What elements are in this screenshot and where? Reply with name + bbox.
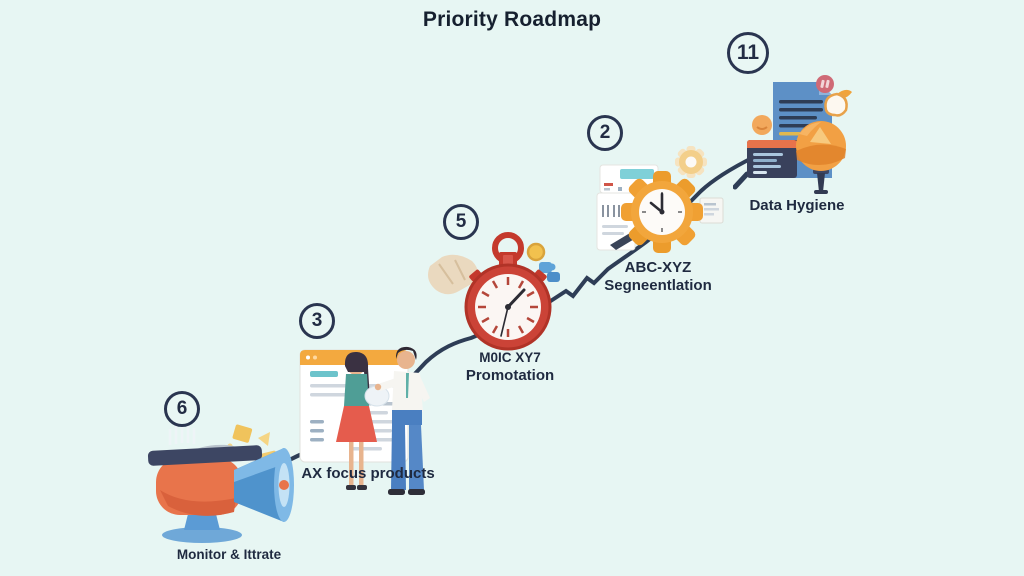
- step-badge-5: 5: [443, 204, 479, 240]
- step-badge-6: 6: [164, 391, 200, 427]
- step-number: 3: [311, 310, 323, 331]
- step-badge-2: 2: [587, 115, 623, 151]
- gear-body: [621, 171, 703, 253]
- gear-clock-icon: [596, 146, 724, 253]
- magnifier-handle-icon: [733, 171, 750, 190]
- step-label-monitor: Monitor & Ittrate: [176, 547, 282, 562]
- puzzle-icon: [539, 262, 560, 282]
- woman-figure: [336, 351, 390, 490]
- step-number: 5: [455, 211, 467, 232]
- code-card-icon: [747, 140, 797, 178]
- coin-icon: [526, 242, 546, 262]
- small-note-icon: [699, 197, 724, 224]
- megaphone-icon: [147, 424, 294, 543]
- step-number: 2: [599, 122, 611, 143]
- page-title: Priority Roadmap: [422, 8, 602, 31]
- step-number: 6: [176, 398, 188, 419]
- step-label-data-hygiene: Data Hygiene: [749, 197, 845, 214]
- orange-dot-icon: [752, 115, 772, 135]
- step-badge-3: 3: [299, 303, 335, 339]
- step-label-ax-focus: AX focus products: [301, 465, 435, 482]
- man-figure: [374, 346, 430, 495]
- badge-icon: [816, 75, 834, 93]
- shuttle-icon: [824, 89, 852, 117]
- clock-ticks: [478, 277, 538, 337]
- step-number: 11: [736, 41, 760, 64]
- step-badge-11: 11: [727, 32, 769, 74]
- small-gear-icon: [675, 146, 707, 178]
- step-label-promotion: M0IC XY7 Promotation: [465, 350, 555, 384]
- globe-icon: [796, 121, 846, 194]
- step-label-segmentation: ABC-XYZ Segneentlation: [604, 259, 712, 294]
- brush-bristles-icon: [168, 425, 196, 445]
- browser-people-icon: [299, 346, 430, 495]
- documents-globe-icon: [733, 75, 852, 194]
- stopwatch-icon: [428, 232, 560, 351]
